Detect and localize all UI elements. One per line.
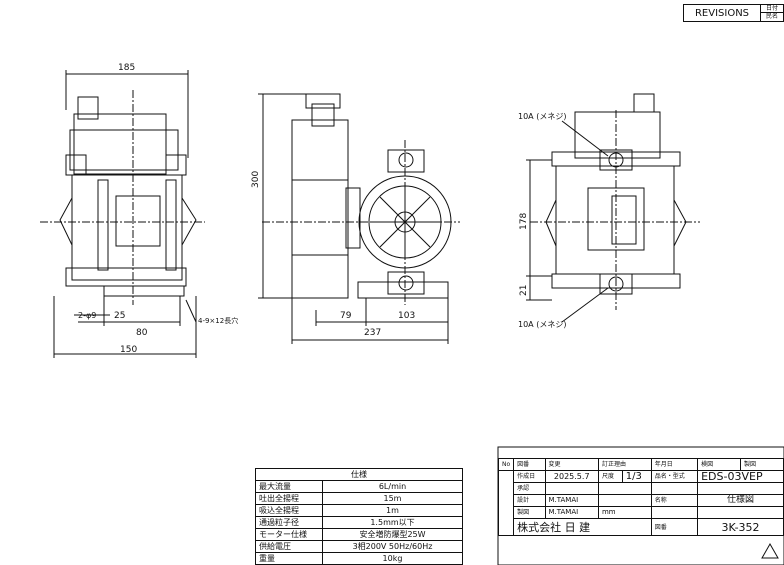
revisions-label: REVISIONS (683, 4, 761, 22)
dim-300: 300 (251, 170, 261, 188)
tb-drawing-no: 3K-352 (697, 518, 784, 536)
table-row: モーター仕様安全増防爆型25W (255, 528, 463, 541)
dim-185: 185 (118, 63, 136, 73)
triangle-icon (761, 542, 779, 559)
dim-79: 79 (340, 311, 352, 321)
dim-178: 178 (519, 212, 529, 230)
front-view (40, 70, 205, 358)
dim-25: 25 (114, 311, 126, 321)
end-view (526, 93, 700, 323)
dim-150: 150 (120, 345, 138, 355)
revisions-date-bottom: 民名 (761, 13, 784, 22)
title-block: No 図番 変更 訂正理由 年月日 検図 製図 作成日 2025.5.7 尺度 … (497, 458, 784, 536)
spec-title: 仕様 (255, 468, 463, 481)
tb-company: 株式会社 日 建 (513, 518, 652, 536)
tb-no: No (497, 458, 515, 471)
revisions-date-top: 日付 (761, 4, 784, 13)
tb-date: 2025.5.7 (544, 470, 599, 483)
dim-slots: 4-9×12長穴 (198, 317, 239, 325)
tb-model: EDS-03VEP (697, 470, 784, 483)
dim-237: 237 (364, 328, 382, 338)
port-top-label: 10A (メネジ) (518, 112, 567, 121)
dim-holes: 2-φ9 (78, 311, 97, 320)
tb-name: 仕様図 (697, 494, 784, 507)
revisions-box: REVISIONS 日付 民名 (683, 4, 784, 22)
dim-80: 80 (136, 328, 148, 338)
dim-21: 21 (519, 284, 529, 296)
tb-designer: M.TAMAI (544, 494, 599, 507)
tb-drawer: M.TAMAI (544, 506, 599, 519)
side-view (258, 93, 460, 344)
tb-scale: 1/3 (621, 470, 652, 483)
port-bottom-label: 10A (メネジ) (518, 320, 567, 329)
tb-unit: mm (597, 506, 652, 519)
dim-103: 103 (398, 311, 416, 321)
